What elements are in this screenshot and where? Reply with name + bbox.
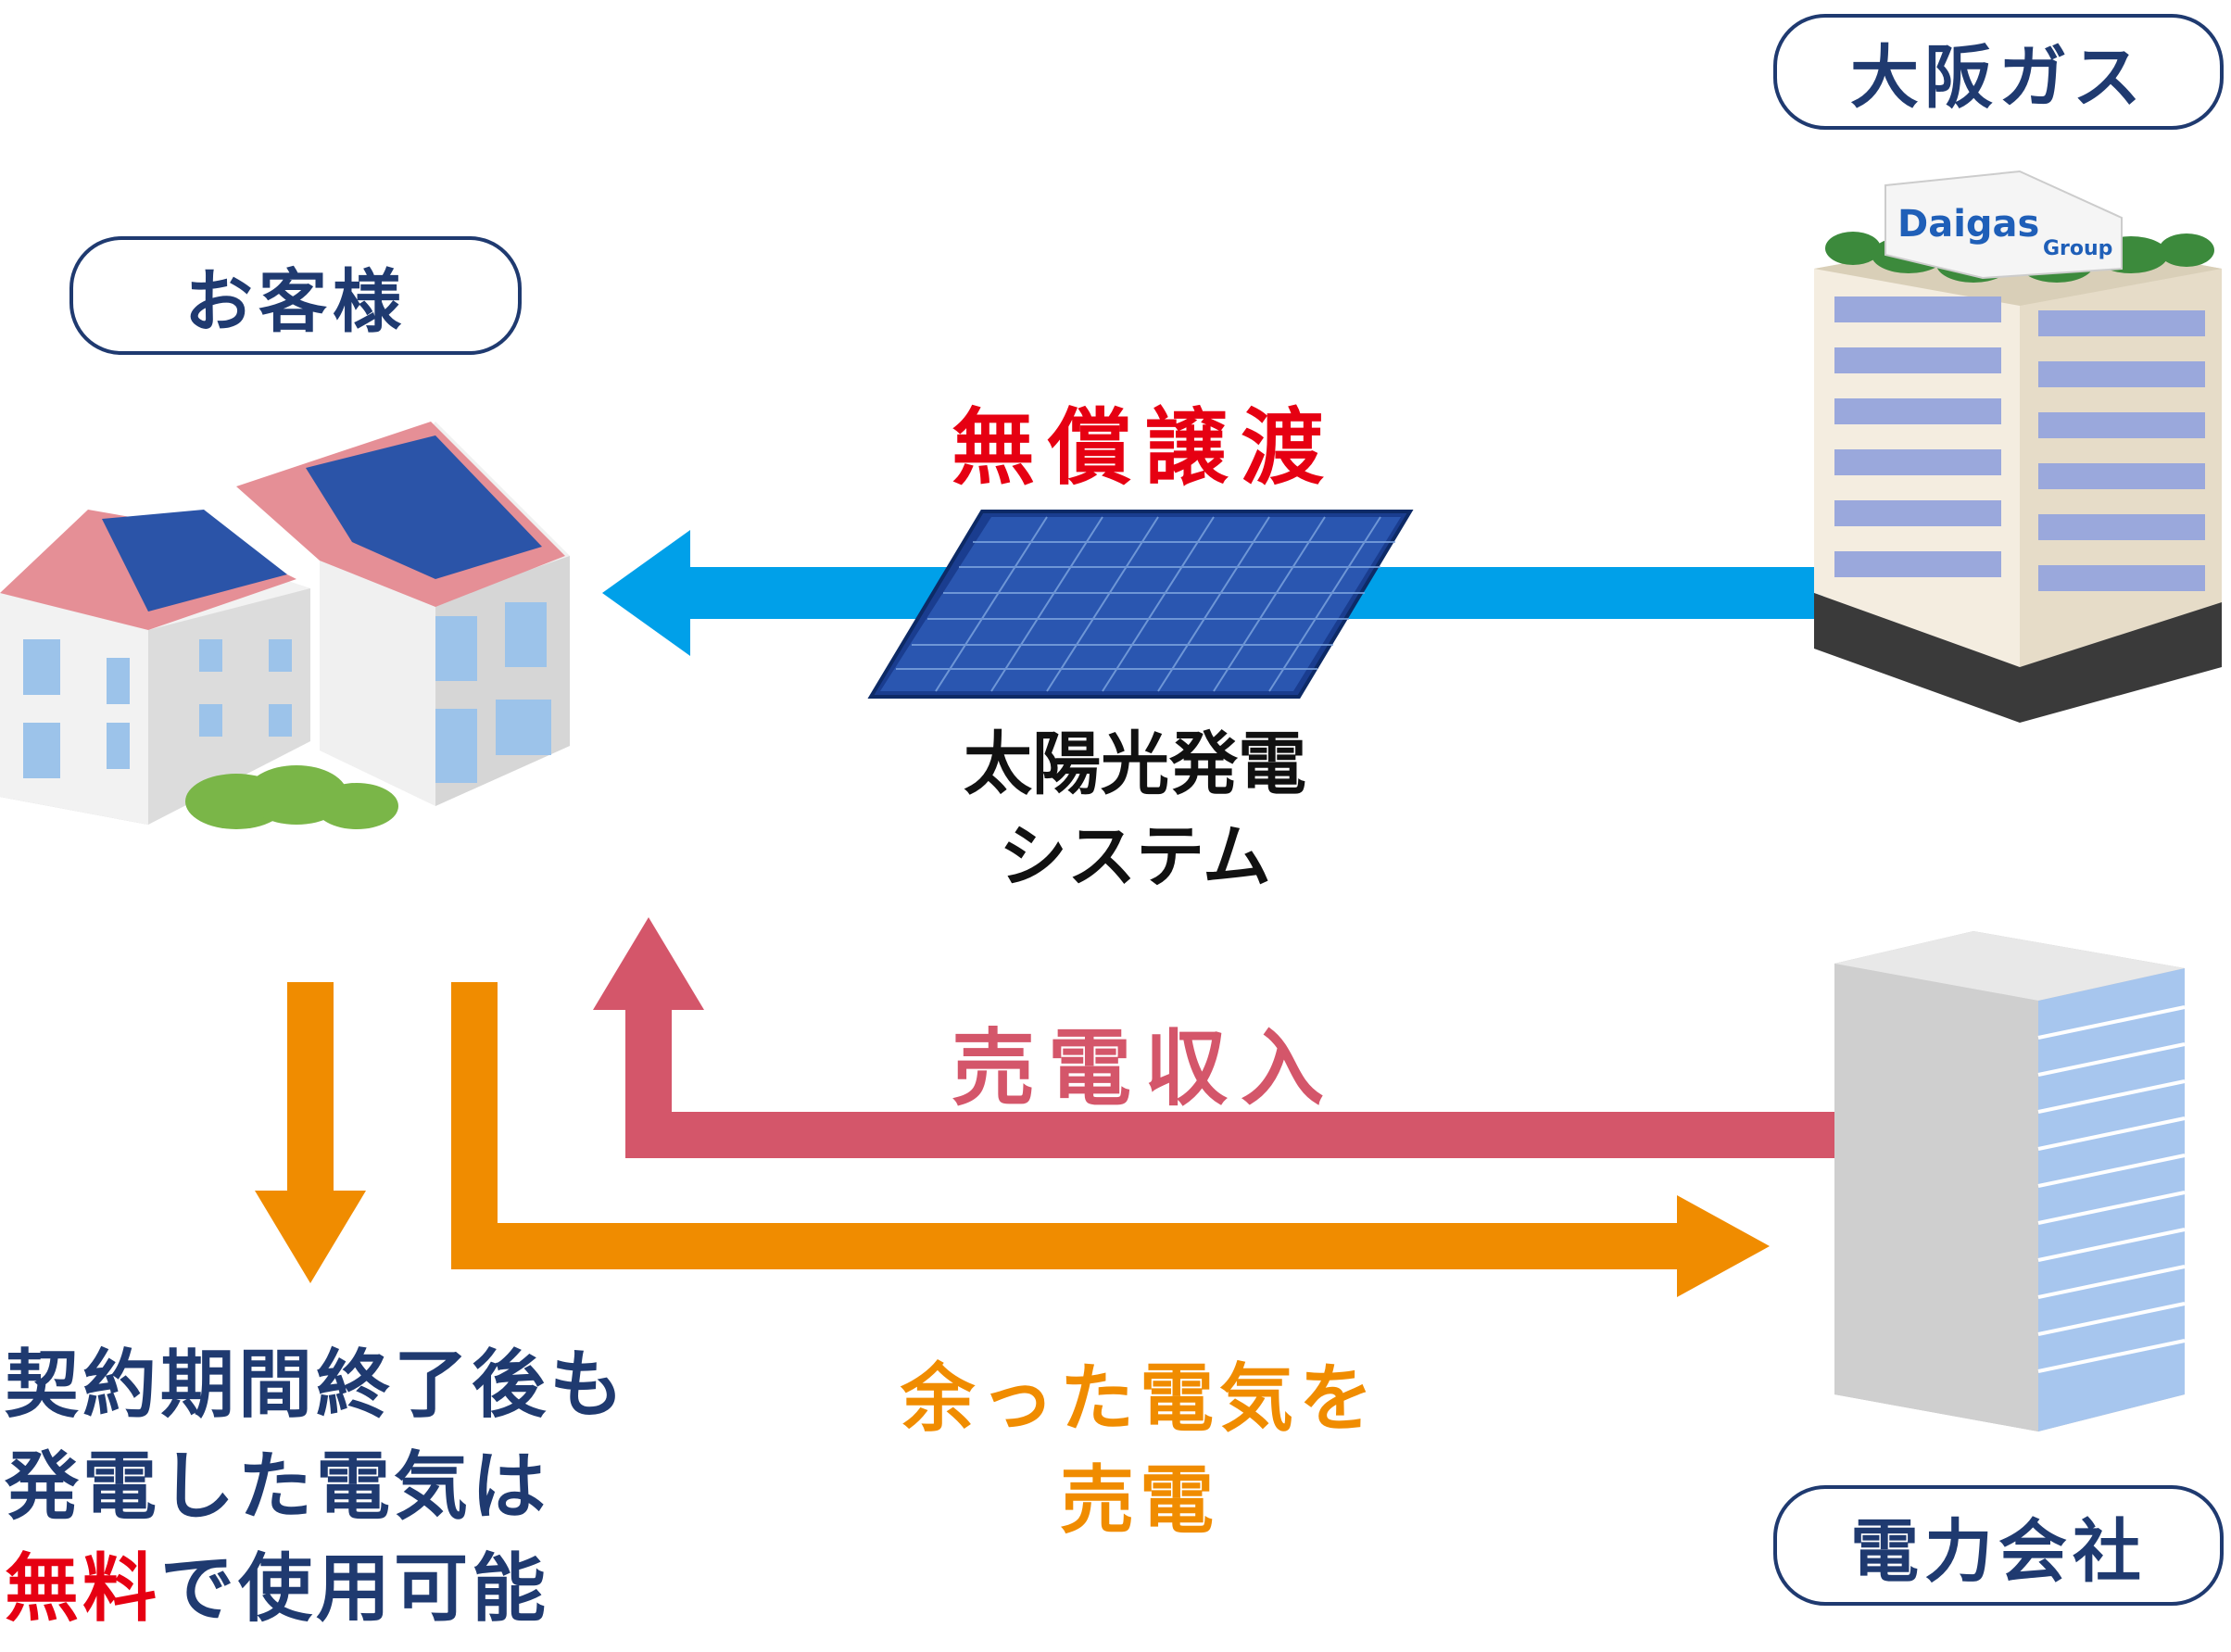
customer-label: お客様 (69, 236, 522, 355)
note-free-highlight: 無料 (5, 1545, 160, 1632)
osaka-gas-label: 大阪ガス (1773, 14, 2224, 130)
note-line3-rest: で使用可能 (160, 1545, 549, 1632)
daigas-logo-suffix: Group (2043, 237, 2112, 260)
surplus-arrow (451, 982, 1770, 1297)
osaka-gas-building-image: Daigas Group (1814, 170, 2222, 723)
solar-panel-image (867, 510, 1414, 699)
surplus-line2: 売電 (1060, 1457, 1219, 1544)
solar-system-label: 太陽光発電 システム (889, 718, 1380, 903)
transfer-label: 無償譲渡 (952, 399, 1337, 497)
solar-system-line1: 太陽光発電 (964, 725, 1306, 804)
customer-house-image (0, 422, 570, 829)
daigas-logo-text: Daigas (1897, 203, 2039, 246)
surplus-line1: 余った電気を (901, 1356, 1379, 1442)
note-line2: 発電した電気は (5, 1444, 549, 1530)
surplus-label: 余った電気を 売電 (834, 1348, 1445, 1552)
sell-income-label: 売電収入 (952, 1020, 1337, 1117)
free-use-note: 契約期間終了後も 発電した電気は 無料で使用可能 (5, 1334, 838, 1640)
power-company-building-image (1834, 931, 2186, 1431)
note-line1: 契約期間終了後も (5, 1342, 627, 1428)
note-line3: 無料で使用可能 (5, 1538, 838, 1640)
solar-system-line2: システム (999, 817, 1271, 897)
note-down-arrow (255, 982, 366, 1283)
power-company-label: 電力会社 (1773, 1485, 2224, 1606)
sell-income-arrow (593, 917, 1834, 1158)
